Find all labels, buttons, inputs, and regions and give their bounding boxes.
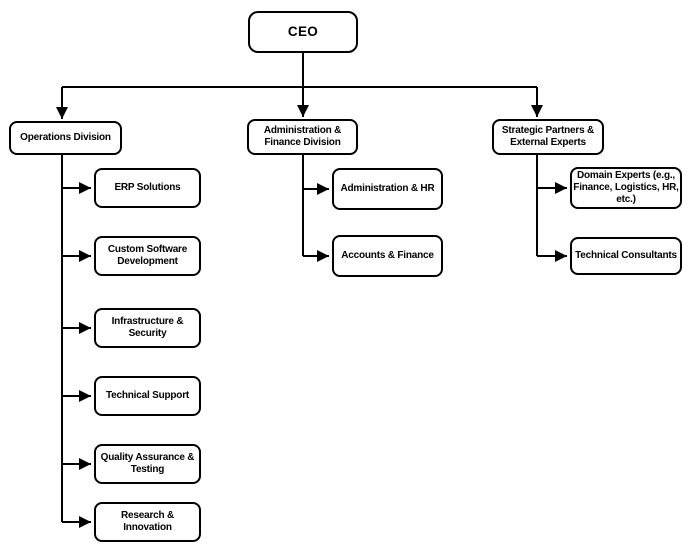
node-infrastructure-security: Infrastructure & Security	[94, 308, 201, 348]
node-accounts-finance: Accounts & Finance	[332, 235, 443, 277]
node-technical-support: Technical Support	[94, 376, 201, 416]
node-domain-experts: Domain Experts (e.g., Finance, Logistics…	[570, 167, 682, 209]
node-research-innovation: Research & Innovation	[94, 502, 201, 542]
node-strategic-partners-division: Strategic Partners & External Experts	[492, 119, 604, 155]
node-operations-division: Operations Division	[9, 121, 122, 155]
node-admin-finance-division: Administration & Finance Division	[247, 119, 358, 155]
node-technical-consultants: Technical Consultants	[570, 237, 682, 275]
node-ceo: CEO	[248, 11, 358, 53]
node-administration-hr: Administration & HR	[332, 168, 443, 210]
node-erp-solutions: ERP Solutions	[94, 168, 201, 208]
node-custom-software-development: Custom Software Development	[94, 236, 201, 276]
node-quality-assurance-testing: Quality Assurance & Testing	[94, 444, 201, 484]
